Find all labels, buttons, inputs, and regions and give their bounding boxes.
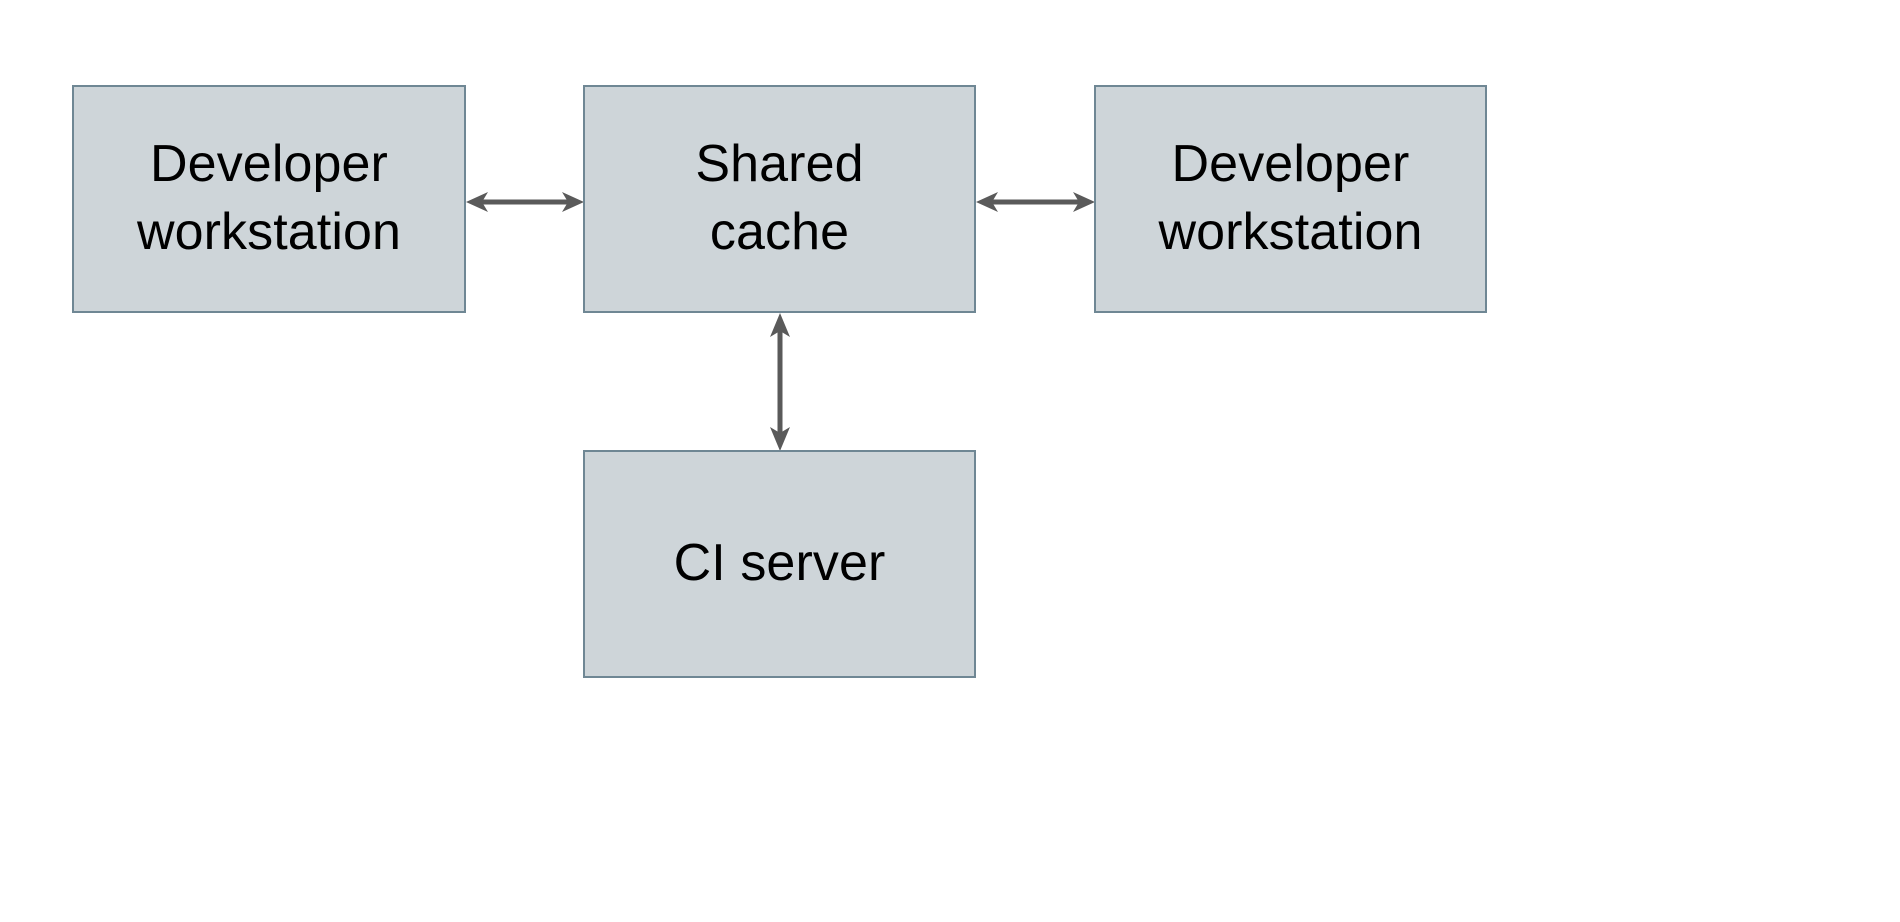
- connector-shared-cache-to-dev-right: [976, 184, 1095, 220]
- connector-shared-cache-to-ci-server: [762, 313, 798, 451]
- node-ci-server[interactable]: CI server: [583, 450, 976, 678]
- connector-dev-left-to-shared-cache: [466, 184, 584, 220]
- node-label: CI server: [673, 534, 886, 593]
- node-developer-workstation-right[interactable]: Developer workstation: [1094, 85, 1487, 313]
- node-shared-cache[interactable]: Shared cache: [583, 85, 976, 313]
- bidirectional-arrow-icon: [976, 192, 1095, 212]
- node-developer-workstation-left[interactable]: Developer workstation: [72, 85, 466, 313]
- bidirectional-arrow-icon: [466, 192, 584, 212]
- node-label: Developer workstation: [136, 135, 402, 261]
- node-label: Developer workstation: [1158, 135, 1423, 261]
- node-label: Shared cache: [695, 135, 864, 261]
- bidirectional-arrow-icon: [770, 313, 790, 451]
